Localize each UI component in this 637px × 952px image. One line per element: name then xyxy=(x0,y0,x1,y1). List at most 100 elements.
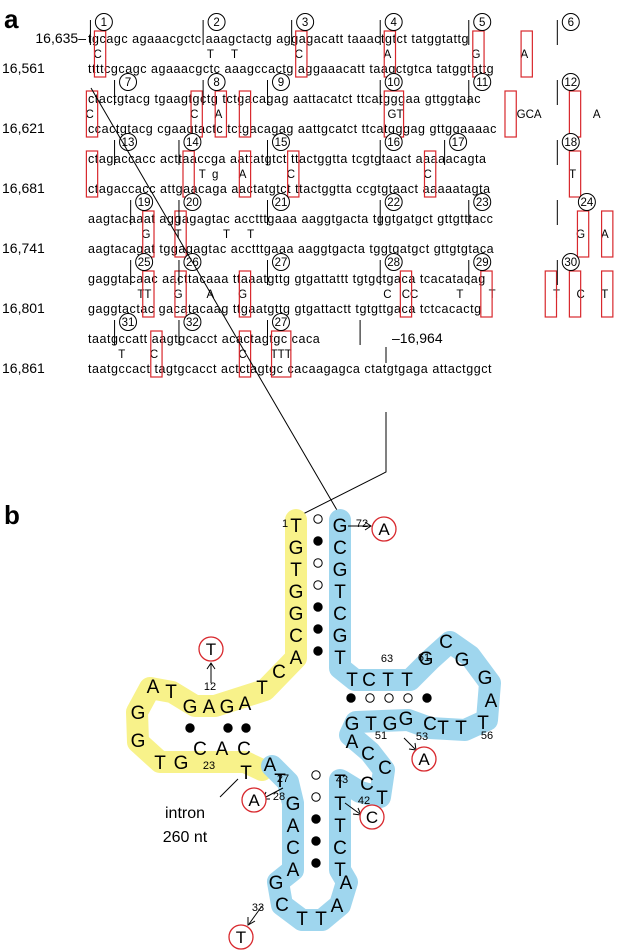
connector-line-start xyxy=(90,87,342,518)
difference-box xyxy=(150,330,163,378)
bottom-start-coordinate: 16,621 xyxy=(2,120,45,136)
difference-box xyxy=(568,90,582,138)
difference-box xyxy=(295,30,308,78)
difference-box xyxy=(287,150,300,198)
difference-box xyxy=(238,150,252,198)
substitution: C xyxy=(190,109,198,121)
substitution: A xyxy=(239,169,247,181)
difference-box xyxy=(174,210,187,258)
top-sequence: gaggtacaac aacttacaaa ttaaatgttg gtgatta… xyxy=(88,272,486,286)
annotation-circle xyxy=(384,193,403,211)
base-C: C xyxy=(423,714,437,735)
substitution: C xyxy=(295,49,303,61)
base-A: A xyxy=(346,732,359,753)
base-G: G xyxy=(220,697,235,718)
annotation-number: 10 xyxy=(387,77,400,89)
annotation-circle xyxy=(561,253,580,271)
base-G: G xyxy=(399,709,414,730)
annotation-circle xyxy=(271,133,290,151)
base-A: A xyxy=(203,697,216,718)
base-T: T xyxy=(401,670,413,691)
difference-box xyxy=(568,270,582,318)
intron-label: intron xyxy=(165,805,205,822)
mutation-base: T xyxy=(236,928,246,947)
difference-box xyxy=(270,330,292,378)
bottom-start-coordinate: 16,561 xyxy=(2,60,45,76)
difference-box xyxy=(142,270,155,318)
base-C: C xyxy=(360,774,374,795)
annotation-number: 23 xyxy=(476,197,489,209)
alignment-row: taatgccatt aagtgcacct acactagtgc caca–16… xyxy=(2,313,491,378)
annotation-circle xyxy=(271,73,290,91)
substitution: A xyxy=(601,229,609,241)
base-A: A xyxy=(147,677,160,698)
annotation-circle xyxy=(384,253,403,271)
base-T: T xyxy=(382,670,394,691)
substitution: T xyxy=(199,169,206,181)
substitution: A xyxy=(215,109,223,121)
annotation-number: 17 xyxy=(452,137,465,149)
annotation-circle xyxy=(561,73,580,91)
position-number: 61 xyxy=(418,652,430,664)
base-T: T xyxy=(334,860,346,881)
substitution: A xyxy=(520,49,528,61)
base-G: G xyxy=(289,604,304,625)
annotation-circle xyxy=(561,133,580,151)
position-number: 51 xyxy=(375,730,387,742)
substitution: C xyxy=(424,169,432,181)
base-G: G xyxy=(131,731,146,752)
base-G: G xyxy=(289,538,304,559)
annotation-number: 4 xyxy=(390,17,397,29)
annotation-number: 11 xyxy=(476,77,488,89)
base-C: C xyxy=(272,662,286,683)
substitution: C xyxy=(287,169,295,181)
bottom-sequence: aagtacagat tggagagtac acctttgaaa aaggtga… xyxy=(88,242,494,256)
base-G: G xyxy=(419,649,434,670)
yellow-highlight xyxy=(126,509,307,781)
top-end-coordinate: –16,964 xyxy=(392,330,443,346)
base-T: T xyxy=(274,771,286,792)
substitution: C xyxy=(150,349,158,361)
annotation-number: 12 xyxy=(564,77,577,89)
difference-box xyxy=(238,270,252,318)
intron-length: 260 nt xyxy=(163,829,208,846)
base-T: T xyxy=(334,772,346,793)
base-T: T xyxy=(296,909,308,930)
difference-box xyxy=(214,90,228,138)
intron-pointer xyxy=(219,778,239,798)
base-C: C xyxy=(439,632,453,653)
position-number: 53 xyxy=(416,731,428,743)
substitution: A xyxy=(593,109,601,121)
substitution: T xyxy=(569,169,576,181)
base-T: T xyxy=(346,670,358,691)
base-T: T xyxy=(455,718,467,739)
alignment-row: aagtacaaat aggagagtac acctttgaaa aaggtga… xyxy=(2,193,614,258)
base-G: G xyxy=(131,703,146,724)
annotation-circle xyxy=(473,193,492,211)
base-G: G xyxy=(455,650,470,671)
annotation-number: 8 xyxy=(213,77,219,89)
top-sequence: tgcagc agaaacgctc aaagctactg aggagacatt … xyxy=(88,32,469,46)
difference-box xyxy=(576,210,590,258)
substitution: TT xyxy=(137,289,151,301)
position-number: 56 xyxy=(481,730,493,742)
substitution: G xyxy=(238,289,247,301)
base-T: T xyxy=(334,582,346,603)
base-A: A xyxy=(239,694,252,715)
annotation-number: 3 xyxy=(302,17,308,29)
annotation-circle xyxy=(296,13,315,31)
base-C: C xyxy=(333,604,347,625)
top-start-coordinate: 16,635– xyxy=(35,30,86,46)
base-T: T xyxy=(256,678,268,699)
mutation-base: A xyxy=(418,750,430,769)
mutation-base: T xyxy=(206,640,216,659)
annotation-number: 18 xyxy=(564,137,577,149)
annotation-number: 15 xyxy=(275,137,288,149)
position-number: 27 xyxy=(277,773,289,785)
substitution: T xyxy=(118,349,125,361)
substitution: CC xyxy=(402,289,419,301)
panel-b-label: b xyxy=(4,500,20,530)
base-A: A xyxy=(290,648,303,669)
annotation-number: 19 xyxy=(138,197,151,209)
difference-box xyxy=(544,270,558,318)
